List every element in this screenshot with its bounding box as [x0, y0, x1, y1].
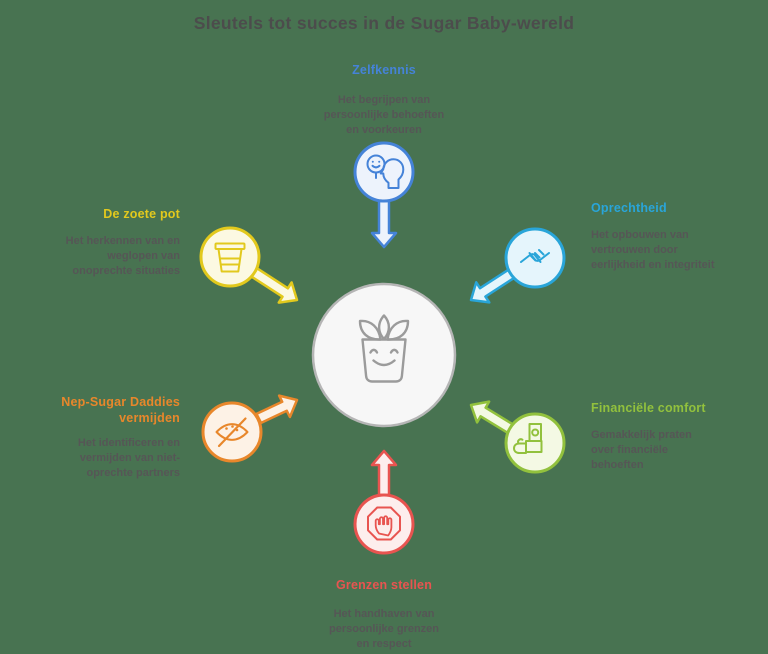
description-line: weglopen van	[107, 250, 180, 262]
description-line: eerlijkheid en integriteit	[591, 259, 715, 271]
de-zoete-pot-arrow	[248, 266, 299, 304]
description-line: Het handhaven van	[333, 608, 435, 620]
zelfkennis-circle	[353, 141, 415, 203]
description-line: en voorkeuren	[346, 124, 422, 136]
oprechtheid-arrow	[469, 268, 515, 304]
description-line: persoonlijke behoeften	[323, 109, 445, 121]
description-line: Gemakkelijk praten	[591, 429, 692, 441]
description-line: Het opbouwen van	[591, 229, 689, 241]
description-line: Het herkennen van en	[65, 235, 180, 247]
description-line: Het begrijpen van	[337, 94, 431, 106]
head-with-smiley-icon	[366, 154, 405, 189]
grenzen-stellen-text-block: Grenzen stellen Het handhaven van persoo…	[289, 577, 479, 652]
center-hub	[311, 282, 457, 428]
money-in-hand-icon	[513, 423, 543, 454]
handshake-icon	[520, 249, 550, 263]
oprechtheid-circle	[504, 227, 566, 289]
zelfkennis-description: Het begrijpen van persoonlijke behoeften…	[289, 93, 479, 138]
pot-icon	[214, 242, 246, 273]
financiele-comfort-text-block: Financiële comfort Gemakkelijk praten ov…	[591, 400, 751, 473]
center-circle	[311, 282, 457, 428]
financiele-comfort-circle	[504, 412, 566, 474]
de-zoete-pot-description: Het herkennen van en weglopen van onopre…	[18, 234, 180, 279]
financiele-comfort-description: Gemakkelijk praten over financiële behoe…	[591, 428, 751, 473]
de-zoete-pot-text-block: De zoete pot Het herkennen van en weglop…	[18, 206, 180, 279]
grenzen-stellen-description: Het handhaven van persoonlijke grenzen e…	[289, 607, 479, 652]
grenzen-stellen-node	[353, 449, 415, 555]
nep-sugar-daddies-title: Nep-Sugar Daddies vermijden	[61, 395, 180, 425]
de-zoete-pot-title: De zoete pot	[103, 207, 180, 221]
nep-sugar-daddies-text-block: Nep-Sugar Daddies vermijden Het identifi…	[18, 394, 180, 481]
description-line: onoprechte situaties	[72, 265, 180, 277]
nep-sugar-daddies-arrow	[255, 394, 299, 425]
oprechtheid-title: Oprechtheid	[591, 201, 667, 215]
description-line: oprechte partners	[86, 467, 180, 479]
smiling-plant-pot-icon	[358, 314, 410, 383]
description-line: vermijden van niet-	[79, 452, 180, 464]
grenzen-stellen-title: Grenzen stellen	[335, 578, 433, 592]
oprechtheid-node	[469, 227, 566, 304]
description-line: Het identificeren en	[77, 437, 180, 449]
grenzen-stellen-arrow	[370, 449, 398, 497]
zelfkennis-arrow	[370, 199, 398, 249]
description-line: over financiële	[591, 444, 669, 456]
de-zoete-pot-circle	[199, 226, 261, 288]
description-line: behoeften	[591, 459, 644, 471]
de-zoete-pot-node	[199, 226, 299, 304]
nep-sugar-daddies-description: Het identificeren en vermijden van niet-…	[18, 436, 180, 481]
description-line: en respect	[356, 638, 412, 650]
description-line: persoonlijke grenzen	[328, 623, 440, 635]
financiele-comfort-title: Financiële comfort	[591, 401, 706, 415]
description-line: vertrouwen door	[591, 244, 678, 256]
zelfkennis-title: Zelfkennis	[352, 63, 416, 77]
eye-slash-icon	[215, 417, 249, 448]
oprechtheid-text-block: Oprechtheid Het opbouwen van vertrouwen …	[591, 200, 751, 273]
financiele-comfort-arrow	[469, 400, 514, 434]
financiele-comfort-node	[469, 400, 566, 474]
page-title: Sleutels tot succes in de Sugar Baby-wer…	[193, 13, 575, 33]
oprechtheid-description: Het opbouwen van vertrouwen door eerlijk…	[591, 228, 751, 273]
zelfkennis-node	[353, 141, 415, 249]
nep-sugar-daddies-node	[201, 394, 299, 463]
zelfkennis-text-block: Zelfkennis Het begrijpen van persoonlijk…	[289, 62, 479, 138]
stop-hand-icon	[367, 506, 401, 541]
